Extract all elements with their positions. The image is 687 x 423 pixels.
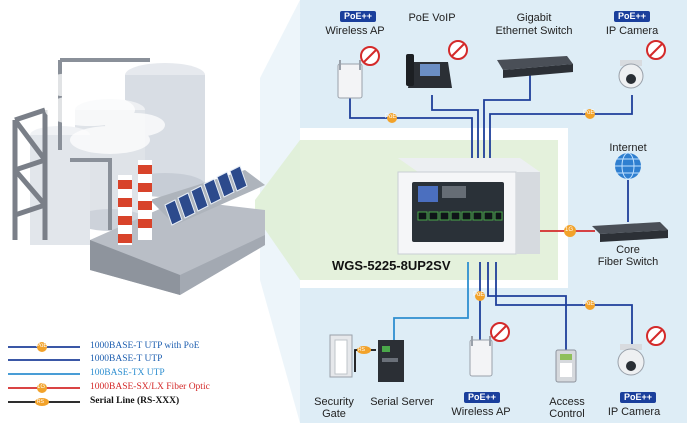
bottom-ip-camera-label: IP Camera [607,406,661,418]
dot-label: 1G [565,227,574,233]
dot-label: PoE [583,110,595,116]
access-control-label-line1: Access [549,396,585,408]
legend-dot-label: 1G [37,384,46,390]
legend-fiber: 1000BASE-SX/LX Fiber Optic [90,382,210,392]
serial-server-icon [378,340,404,382]
top-ip-camera-label: IP Camera [605,25,659,37]
dot-label: PoE [583,301,595,307]
poe-badge: PoE++ [464,392,501,403]
poe-badge: PoE++ [614,11,651,22]
top-voip-label: PoE VoIP [408,12,456,24]
core-switch-label-line2: Fiber Switch [597,256,659,268]
security-gate-label-line2: Gate [322,408,346,420]
ip-camera-icon [617,326,666,376]
internet-globe-icon [615,152,641,180]
connection-lines [349,72,633,372]
switch-ports [417,211,503,221]
link-wireless-ap-top [349,98,473,160]
legend-serial: Serial Line (RS-XXX) [90,396,180,406]
wireless-ap-icon [337,46,380,99]
access-control-icon [555,349,577,383]
ethernet-switch-icon [497,56,573,78]
poe-dot [585,300,595,310]
poe-badge: PoE++ [620,392,657,403]
fiber-dot [564,225,576,237]
link-ip-camera-bottom [495,262,633,345]
dot-label: PoE [473,292,485,298]
factory-illustration [12,58,265,295]
wgs-switch [397,158,540,255]
poe-dot [387,113,397,123]
security-gate-icon [329,334,353,378]
dot-label: RS [358,347,365,353]
voip-phone-icon [406,40,468,88]
legend-lines [8,342,80,406]
serial-server-label: Serial Server [370,396,434,408]
link-ip-camera-top [489,95,633,160]
serial-dot [357,346,371,354]
link-access-control [487,262,567,350]
link-voip [431,95,479,160]
legend-dot-poe [37,342,47,352]
poe-badge: PoE++ [340,11,377,22]
link-serial-server [393,262,469,340]
switch-model-label: WGS-5225-8UP2SV [332,258,451,273]
legend-dot-label: RS [37,399,44,405]
legend-dot-fiber [37,383,47,393]
link-ethernet-switch [483,72,531,160]
ip-camera-icon [618,40,666,89]
legend-tx: 100BASE-TX UTP [90,368,165,378]
link-dots [357,109,595,354]
wireless-ap-icon [469,322,510,377]
zoom-beam-green [255,140,300,280]
top-switch-label-line1: Gigabit [516,12,552,24]
core-fiber-switch-icon [592,222,668,242]
legend-dot-label: PoE [36,343,48,349]
top-wireless-ap-label: Wireless AP [325,25,385,37]
internet-label: Internet [609,142,647,154]
legend-utp: 1000BASE-T UTP [90,354,163,364]
core-switch-label-line1: Core [616,244,640,256]
security-gate-label-line1: Security [314,396,354,408]
poe-dot [475,291,485,301]
top-switch-label-line2: Ethernet Switch [495,25,573,37]
access-control-label-line2: Control [549,408,585,420]
dot-label: PoE [385,114,397,120]
legend-utp-poe: 1000BASE-T UTP with PoE [90,341,200,351]
bottom-wireless-ap-label: Wireless AP [451,406,511,418]
poe-dot [585,109,595,119]
legend-dot-serial [35,398,49,406]
